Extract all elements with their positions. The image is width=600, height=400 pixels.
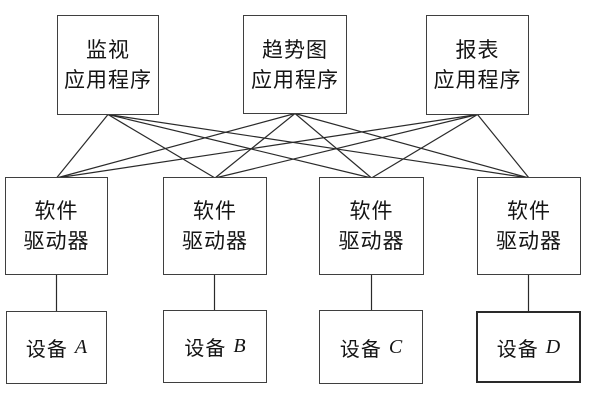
driver-2-label-line2: 驱动器 (182, 229, 248, 253)
connection-line-app1-driver1 (56, 114, 109, 179)
connection-line-app3-driver1 (56, 113, 478, 179)
app-box-monitor: 监视 应用程序 (57, 15, 159, 115)
app-trend-label-line1: 趋势图 (262, 37, 328, 62)
app-report-label-line1: 报表 (455, 38, 500, 62)
driver-3-label-line1: 软件 (349, 199, 394, 223)
device-b-label: 设备 (184, 338, 227, 360)
connection-line-app1-driver2 (107, 113, 216, 179)
connection-line-app2-driver2 (214, 113, 296, 179)
app-box-report: 报表 应用程序 (426, 15, 529, 115)
driver-box-1: 软件 驱动器 (5, 177, 108, 275)
device-box-c: 设备 C (319, 310, 423, 384)
app-report-label-line2: 应用程序 (433, 68, 522, 92)
device-a-letter: A (74, 336, 88, 358)
device-d-label: 设备 (496, 338, 539, 361)
connection-line-app1-driver4 (107, 113, 530, 179)
app-monitor-label-line2: 应用程序 (64, 68, 152, 92)
driver-box-2: 软件 驱动器 (163, 177, 267, 275)
driver-box-4: 软件 驱动器 (477, 177, 581, 275)
device-c-letter: C (388, 335, 403, 358)
device-a-label: 设备 (25, 339, 68, 361)
app-monitor-label-line1: 监视 (86, 38, 130, 62)
connection-line-app2-driver1 (56, 112, 296, 179)
device-b-letter: B (233, 335, 246, 357)
connection-line-app3-driver3 (371, 113, 478, 179)
driver-3-label-line2: 驱动器 (338, 229, 405, 253)
driver-1-label-line2: 驱动器 (23, 229, 90, 253)
app-trend-label-line2: 应用程序 (251, 67, 339, 92)
device-box-b: 设备 B (163, 310, 267, 383)
connection-line-app2-driver3 (294, 113, 372, 179)
driver-4-label-line1: 软件 (507, 199, 551, 223)
connection-line-app3-driver4 (477, 114, 530, 179)
driver-2-label-line1: 软件 (193, 199, 237, 223)
connection-line-app3-driver2 (214, 113, 478, 179)
driver-box-3: 软件 驱动器 (319, 177, 424, 275)
driver-1-label-line1: 软件 (34, 199, 79, 223)
device-box-d: 设备 D (476, 311, 581, 383)
app-box-trend-chart: 趋势图 应用程序 (243, 15, 347, 114)
connection-line-app1-driver3 (107, 113, 372, 179)
device-d-letter: D (545, 335, 561, 358)
device-c-label: 设备 (339, 338, 382, 361)
connection-line-app2-driver4 (294, 112, 530, 179)
device-box-a: 设备 A (6, 311, 107, 384)
driver-4-label-line2: 驱动器 (496, 229, 562, 253)
